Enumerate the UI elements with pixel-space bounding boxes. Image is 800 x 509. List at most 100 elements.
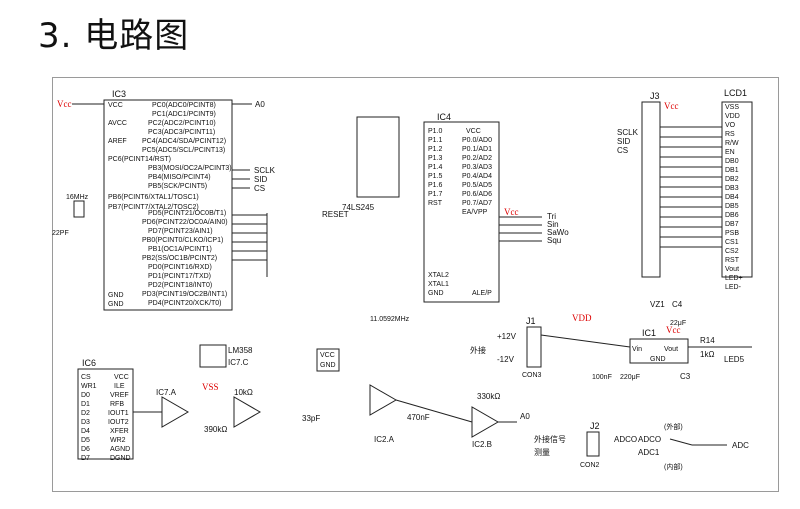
schematic-frame [52,77,779,492]
svg-text:PB6(PCINT6/XTAL1/TOSC1): PB6(PCINT6/XTAL1/TOSC1) [108,194,199,201]
svg-text:RS: RS [725,131,735,138]
svg-text:AGND: AGND [110,446,130,453]
svg-text:DB3: DB3 [725,185,739,192]
adco-label-left: ADCO [614,435,637,444]
svg-text:PB5(SCK/PCINT5): PB5(SCK/PCINT5) [148,183,207,190]
section-title: 电路图 [84,16,190,56]
ic1-vout-label: Vout [664,346,678,353]
ic4-block: 74LS245 IC4 P1.0 P1.1 P1.2 P1.3 P1.4 P1.… [322,112,569,323]
svg-text:PC0(ADC0/PCINT8): PC0(ADC0/PCINT8) [152,102,216,109]
measure-label: 测量 [534,448,550,457]
ic1-label: IC1 [642,328,656,338]
int-paren-label: (内部) [664,462,683,471]
c3-label: C3 [680,372,691,381]
svg-text:PD1(PCINT17/TXD): PD1(PCINT17/TXD) [148,273,211,280]
cs-label: CS [254,184,265,193]
svg-text:PC2(ADC2/PCINT10): PC2(ADC2/PCINT10) [148,120,216,127]
svg-text:ALE/P: ALE/P [472,290,492,297]
svg-text:DB5: DB5 [725,203,739,210]
crystal-11mhz-label: 11.0592MHz [370,316,410,323]
j3-label: J3 [650,91,660,101]
ic1-gnd-label: GND [650,356,666,363]
svg-text:PD6(PCINT22/OC0A/AIN0): PD6(PCINT22/OC0A/AIN0) [142,219,228,226]
crystal-16mhz-label: 16MHz [66,194,89,201]
svg-text:XFER: XFER [110,428,129,435]
svg-text:P1.5: P1.5 [428,173,443,180]
svg-text:VCC: VCC [320,352,335,359]
ext-paren-label: (外部) [664,422,683,431]
squ-label: Squ [547,236,561,245]
svg-text:P1.6: P1.6 [428,182,443,189]
svg-text:P0.2/AD2: P0.2/AD2 [462,155,492,162]
c4-label: C4 [672,300,683,309]
ic4-rst-label: RST [428,200,443,207]
adc1-label: ADC1 [638,448,660,457]
con2-label: CON2 [580,462,600,469]
ic6-block: IC6 CS WR1 D0 D1 D2 D3 D4 D5 D6 D7 VCC I… [77,358,262,462]
vdd-label: VDD [572,313,592,323]
ic1-vin-label: Vin [632,346,642,353]
svg-text:P1.7: P1.7 [428,191,443,198]
svg-text:DB6: DB6 [725,212,739,219]
svg-text:DGND: DGND [110,455,131,462]
minus12-label: -12V [497,355,515,364]
svg-text:R/W: R/W [725,140,739,147]
svg-text:D7: D7 [81,455,90,462]
sid-label: SID [254,175,268,184]
svg-text:CS: CS [81,374,91,381]
cap-33p-label: 33pF [302,414,320,423]
svg-text:PC3(ADC3/PCINT11): PC3(ADC3/PCINT11) [148,129,215,136]
svg-text:AVCC: AVCC [108,120,127,127]
svg-text:GND: GND [108,301,124,308]
cap-22u-label: 22μF [670,320,686,327]
svg-text:RFB: RFB [110,401,124,408]
lcd-label: LCD1 [724,88,747,98]
lcd-block: J3 LCD1 VSS VDD VO RS R/W EN DB0 DB1 DB2… [617,88,753,291]
svg-text:PC5(ADC5/SCL/PCINT13): PC5(ADC5/SCL/PCINT13) [142,147,225,154]
svg-text:EN: EN [725,149,735,156]
svg-text:ILE: ILE [114,383,125,390]
svg-text:VDD: VDD [725,113,740,120]
svg-text:DB4: DB4 [725,194,739,201]
j3-cs-label: CS [617,146,628,155]
svg-text:P0.6/AD6: P0.6/AD6 [462,191,492,198]
plus12-label: +12V [497,332,517,341]
r14-label: R14 [700,336,715,345]
ic6-label: IC6 [82,358,96,368]
svg-text:PB1(OC1A/PCINT1): PB1(OC1A/PCINT1) [148,246,212,253]
svg-text:GND: GND [428,290,444,297]
j1-label: J1 [526,316,536,326]
svg-text:PB3(MOSI/OC2A/PCINT3): PB3(MOSI/OC2A/PCINT3) [148,165,232,172]
svg-text:D4: D4 [81,428,90,435]
ic7c-label: IC7.C [228,358,249,367]
svg-text:PD2(PCINT18/INT0): PD2(PCINT18/INT0) [148,282,212,289]
svg-text:DB0: DB0 [725,158,739,165]
svg-text:D0: D0 [81,392,90,399]
svg-text:P0.0/AD0: P0.0/AD0 [462,137,492,144]
ic3-label: IC3 [112,89,126,99]
ic2a-label: IC2.A [374,435,395,444]
svg-text:D5: D5 [81,437,90,444]
svg-text:DB7: DB7 [725,221,739,228]
ic1-vcc-label: Vcc [666,325,681,335]
lcd-rst-label: RST [725,257,740,264]
j3-sclk-label: SCLK [617,128,639,137]
svg-text:PC6(PCINT14/RST): PC6(PCINT14/RST) [108,156,171,163]
svg-text:CS2: CS2 [725,248,739,255]
a0-label: A0 [520,412,530,421]
j2-label: J2 [590,421,600,431]
ic3-vcc-label: Vcc [57,99,72,109]
res-330k-label: 330kΩ [477,392,500,401]
svg-text:WR1: WR1 [81,383,97,390]
svg-text:P0.5/AD5: P0.5/AD5 [462,182,492,189]
svg-text:PD4(PCINT20/XCK/T0): PD4(PCINT20/XCK/T0) [148,300,222,307]
lcd-vout-label: Vout [725,266,739,273]
svg-text:D1: D1 [81,401,90,408]
svg-text:P1.2: P1.2 [428,146,443,153]
a0-output-label: A0 [255,100,265,109]
svg-text:PC1(ADC1/PCINT9): PC1(ADC1/PCINT9) [152,111,216,118]
svg-text:IOUT1: IOUT1 [108,410,129,417]
svg-text:P0.4/AD4: P0.4/AD4 [462,173,492,180]
led5-label: LED5 [724,355,745,364]
adco-label-mid: ADCO [638,435,661,444]
